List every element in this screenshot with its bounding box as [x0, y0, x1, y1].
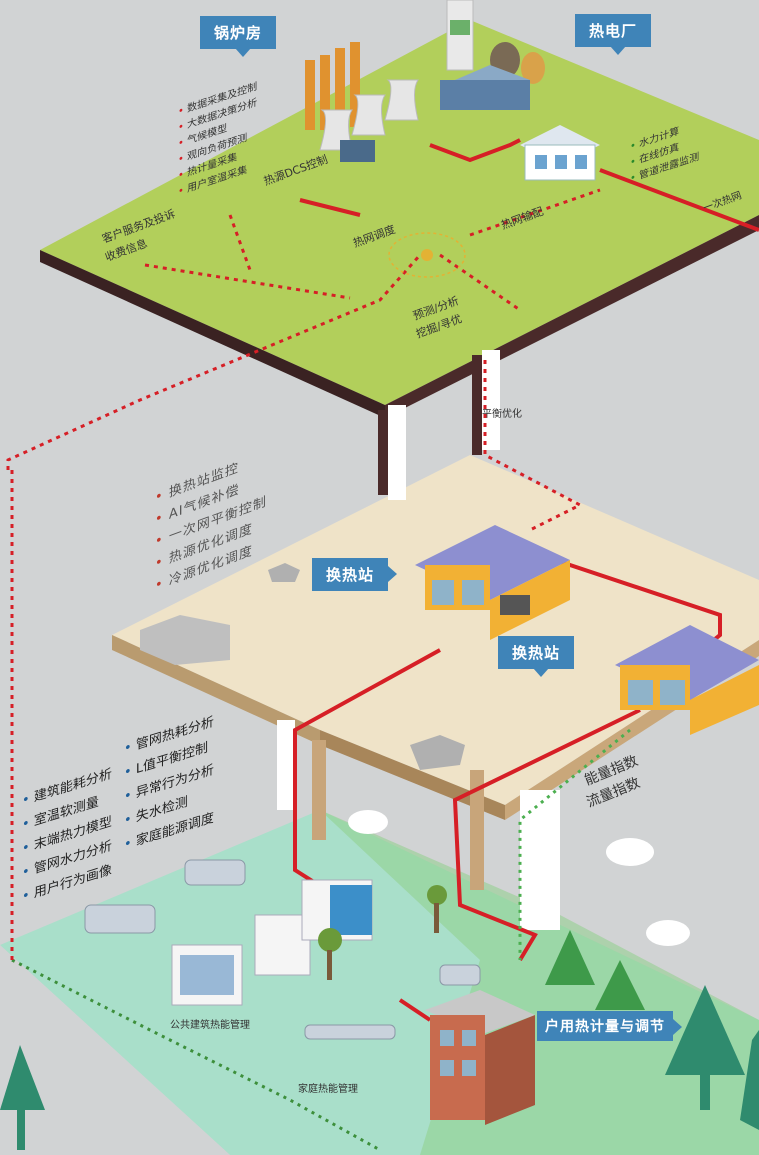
exchange-station-1-illustration: [415, 525, 570, 640]
dotted-bullets: [228, 214, 252, 271]
pipe-station2-down: [452, 708, 641, 962]
exchange-station-1-tag: 换热站: [312, 558, 398, 591]
rock-1: [140, 615, 230, 665]
top-support-dark-2: [472, 355, 482, 455]
pipe-plant-link: [429, 138, 521, 163]
pipe-dcs-arrow: [299, 198, 361, 217]
dotted-left-loop: [6, 254, 422, 470]
rock-2: [410, 735, 465, 770]
home-management-label: 家庭热能管理: [298, 1084, 358, 1095]
exchange-station-2-illustration: [615, 625, 759, 735]
network-node-icon: [421, 249, 433, 261]
residential-house-illustration: [425, 990, 535, 1125]
trees-illustration: [0, 885, 759, 1150]
control-house-illustration: [520, 125, 600, 181]
dotted-service: [144, 263, 351, 300]
pipe-primary-network: [599, 168, 759, 232]
support-2: [312, 740, 326, 840]
top-ground: [40, 20, 759, 405]
red-dotted-links: [6, 188, 601, 960]
top-edge-left: [40, 250, 385, 418]
exchange-station-2-tag: 换热站: [498, 636, 575, 677]
public-building-label: 公共建筑热能管理: [170, 1020, 250, 1031]
power-plant-illustration: [440, 0, 545, 110]
top-support-dark-1: [378, 410, 388, 495]
network-icon: [388, 232, 466, 278]
top-support-white-1: [388, 405, 406, 500]
balance-label: 平衡优化: [482, 409, 522, 420]
power-plant-tag: 热电厂: [575, 14, 652, 55]
green-dotted-link: [11, 958, 381, 1152]
support-4: [470, 770, 484, 890]
rock-3: [268, 563, 300, 582]
boiler-room-illustration: [305, 42, 419, 162]
dotted-predict: [439, 253, 521, 312]
middle-edge-left: [112, 635, 320, 745]
dotted-balance: [483, 360, 584, 532]
middle-ground: [112, 455, 759, 805]
support-1: [277, 720, 295, 810]
pipe-house-link: [398, 998, 432, 1022]
boiler-room-tag: 锅炉房: [200, 16, 277, 57]
middle-level: [112, 455, 759, 930]
meters-illustration: [84, 859, 481, 1040]
support-3: [520, 790, 560, 930]
public-buildings-illustration: [171, 879, 373, 1006]
household-metering-tag: 户用热计量与调节: [537, 1011, 682, 1041]
clouds-illustration: [348, 810, 690, 946]
bottom-cut: [0, 945, 230, 1155]
